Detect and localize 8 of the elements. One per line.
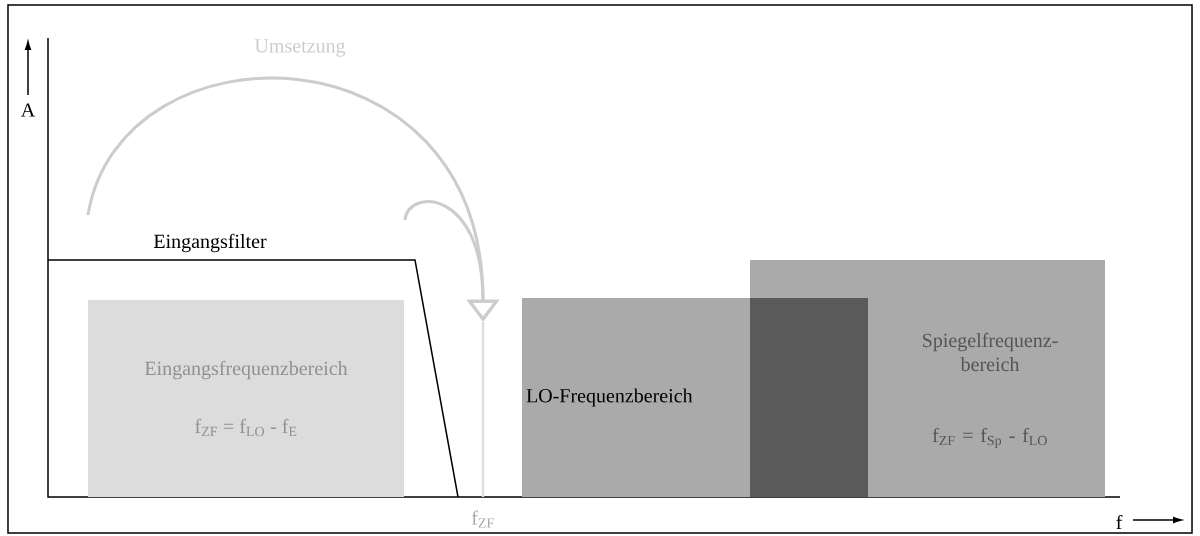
marker-line: [481, 322, 485, 497]
frequency-band: Spiegelfrequenz- bereich f$_{ZF}$ = f$_{Sp}$ - f$_{LO}$: [750, 260, 1105, 497]
axis-label: f$_{ZF}$: [471, 510, 494, 528]
frequency-band: LO-Frequenzbereich: [522, 298, 750, 497]
text-label: f: [1116, 514, 1123, 530]
text-label: Eingangsfilter: [153, 233, 267, 253]
text-label: A: [20, 103, 36, 117]
frequency-band: Eingangsfrequenzbereich f$_{ZF}$ = f$_{LO}$ - f$_{E}$: [88, 300, 404, 497]
